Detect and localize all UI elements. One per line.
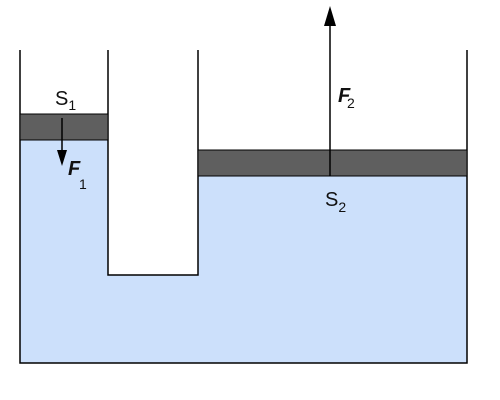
large-piston [197,149,468,177]
label-f2-subscript: 2 [347,95,355,111]
label-f1-main: F [68,158,81,180]
liquid [20,140,467,363]
label-s2-main: S [325,189,338,211]
label-s1-sub: 1 [68,97,76,113]
label-f1: F [68,158,81,180]
label-s2: S2 [325,189,346,215]
label-s1: S1 [55,88,76,113]
force-arrow-f1 [57,118,67,166]
small-piston [19,113,109,141]
label-s2-sub: 2 [338,199,346,215]
label-f2-main: F [338,85,351,107]
label-f2: F [338,85,351,107]
label-f1-subscript: 1 [79,176,87,192]
force-arrow-f2 [324,6,336,176]
label-s1-main: S [55,88,68,110]
